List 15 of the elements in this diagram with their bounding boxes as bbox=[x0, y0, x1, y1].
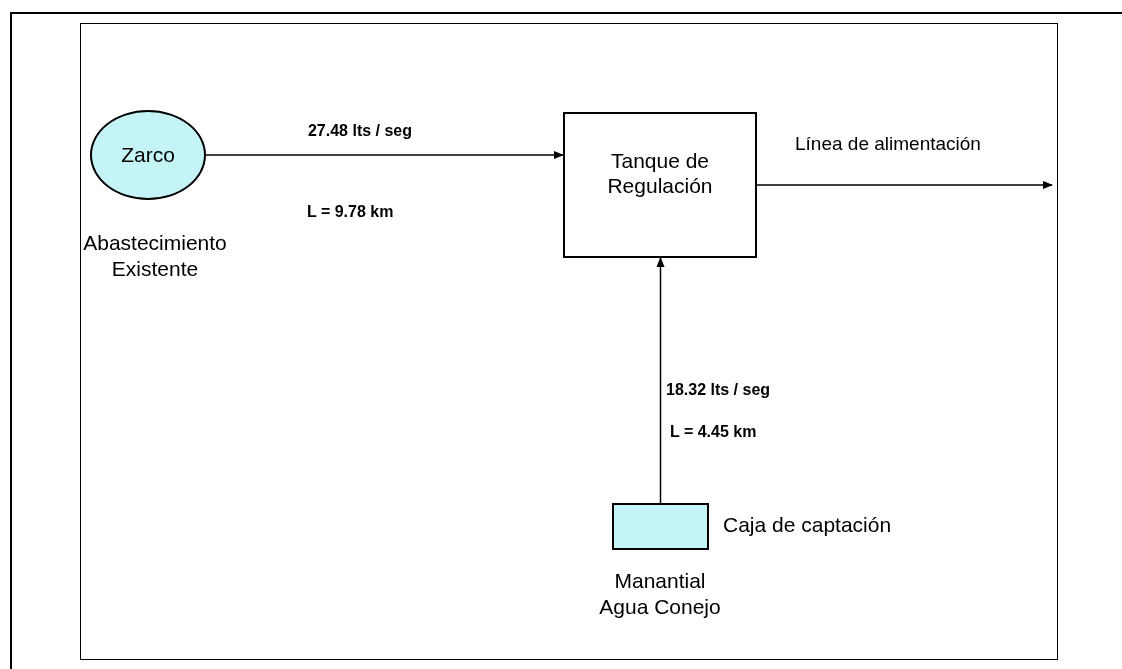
edge-label: 27.48 lts / seg bbox=[306, 121, 414, 141]
node-label: Tanque de Regulación bbox=[606, 148, 714, 199]
edge-label: Línea de alimentación bbox=[795, 132, 982, 156]
arrow bbox=[656, 257, 665, 504]
intake-box bbox=[612, 503, 709, 550]
arrow bbox=[756, 181, 1053, 189]
length-label: L = 4.45 km bbox=[670, 422, 758, 442]
node-caption: Manantial Agua Conejo bbox=[598, 568, 722, 621]
node-caption: Abastecimiento Existente bbox=[82, 230, 228, 283]
edge-label: 18.32 lts / seg bbox=[666, 380, 772, 400]
node-caption: Caja de captación bbox=[723, 512, 893, 538]
length-label: L = 9.78 km bbox=[307, 202, 395, 222]
node-label: Zarco bbox=[121, 142, 175, 168]
tank-box bbox=[563, 112, 757, 258]
arrow bbox=[205, 151, 564, 159]
